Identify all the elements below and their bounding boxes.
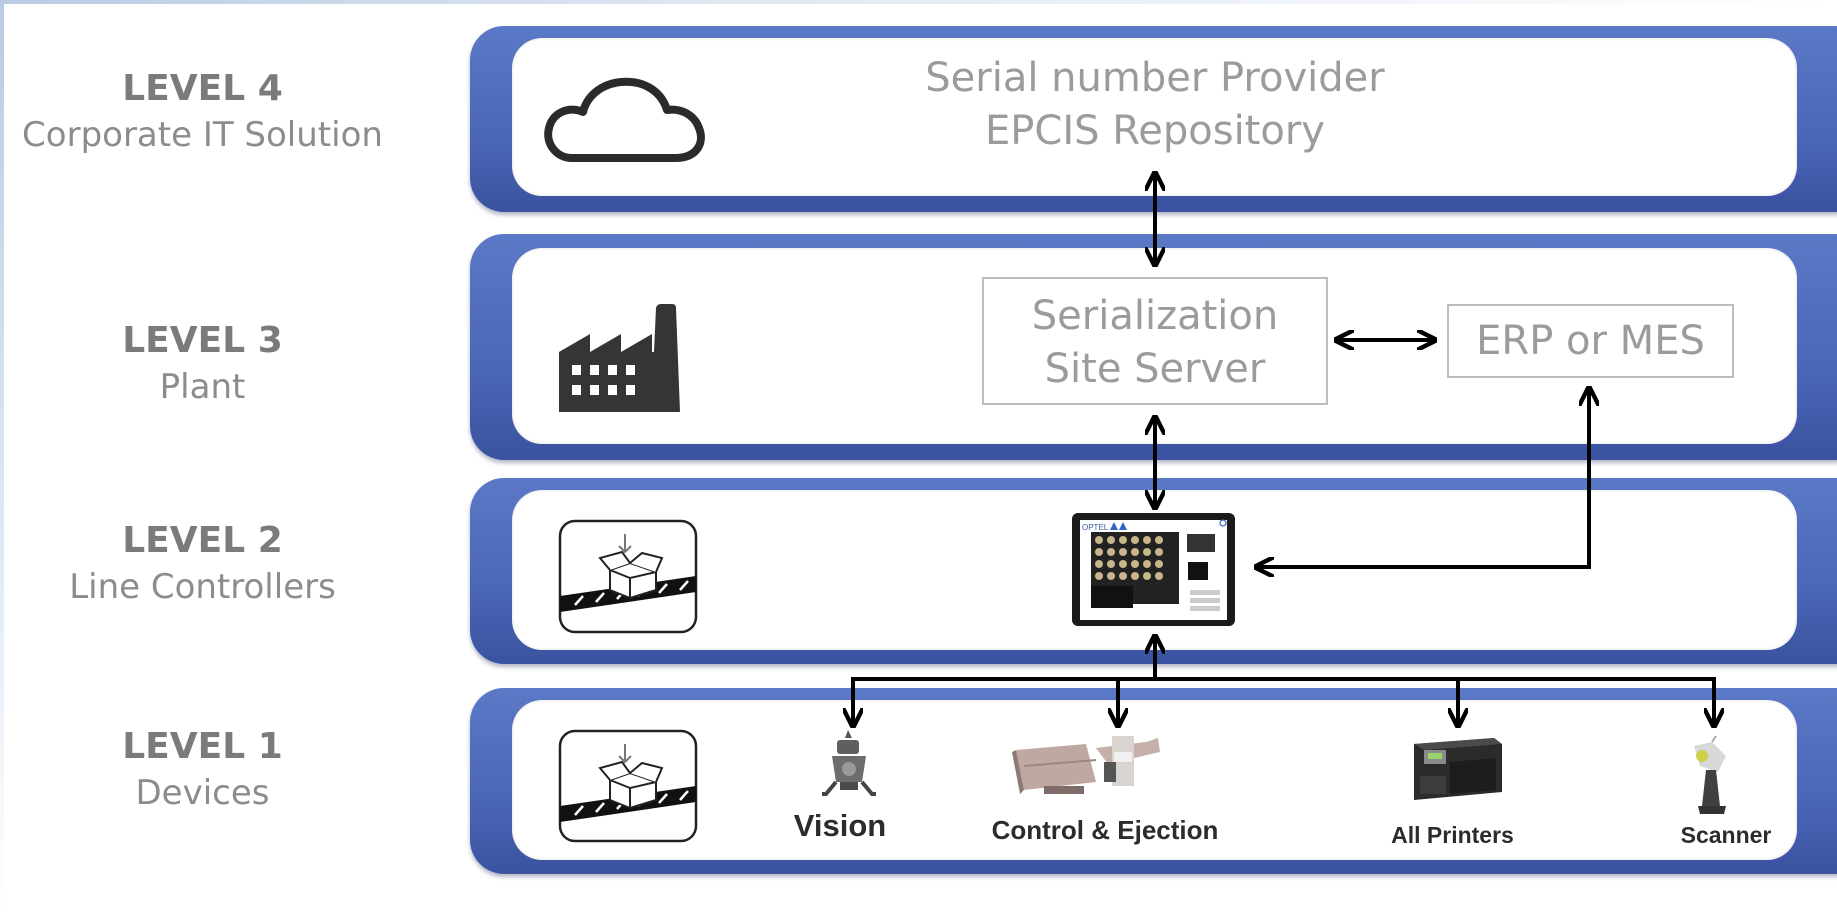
factory-icon (559, 304, 680, 412)
arrow-controller-erp (1258, 390, 1589, 567)
control-ejection-label: Control & Ejection (991, 815, 1219, 845)
level-1-label: LEVEL 1 Devices (0, 724, 405, 816)
conveyor-box-icon-level-1 (558, 729, 698, 843)
level-1-band (470, 688, 1837, 874)
level-1-title: LEVEL 1 (122, 726, 283, 767)
level-2-title: LEVEL 2 (122, 520, 283, 561)
top-edge-line (0, 0, 1837, 4)
level-3-label: LEVEL 3 Plant (0, 318, 405, 410)
left-edge-line (0, 0, 4, 913)
level-1-description: Devices (135, 773, 270, 813)
level-2-description: Line Controllers (69, 567, 336, 607)
site-server-text: Site Server (1044, 346, 1266, 392)
level-4-label: LEVEL 4 Corporate IT Solution (0, 66, 405, 158)
cloud-icon (544, 77, 705, 162)
vision-label: Vision (793, 808, 887, 843)
control-ejection-icon (1012, 736, 1160, 794)
all-printers-label: All Printers (1391, 822, 1514, 848)
level-1-panel (512, 700, 1797, 860)
vision-camera-icon (822, 730, 876, 796)
level-4-text: Serial number Provider EPCIS Repository (860, 52, 1450, 158)
line-controller-screen: OPTEL (1072, 513, 1235, 626)
erp-or-mes-box: ERP or MES (1447, 304, 1734, 378)
serialization-text: Serialization (1031, 293, 1279, 339)
level-2-label: LEVEL 2 Line Controllers (0, 518, 405, 610)
serial-number-provider-text: Serial number Provider (925, 55, 1385, 101)
level-3-description: Plant (159, 367, 246, 407)
serialization-site-server-box: Serialization Site Server (982, 277, 1328, 405)
conveyor-box-icon-level-2 (558, 519, 698, 634)
scanner-icon (1694, 735, 1726, 814)
scanner-label: Scanner (1680, 822, 1772, 848)
level-3-title: LEVEL 3 (122, 320, 283, 361)
epcis-repository-text: EPCIS Repository (985, 108, 1325, 154)
printer-icon (1414, 738, 1502, 800)
level-4-description: Corporate IT Solution (22, 115, 383, 155)
level-4-title: LEVEL 4 (122, 68, 283, 109)
connection-arrows (851, 175, 1716, 724)
level-4-panel (512, 38, 1797, 196)
screen-brand-text: OPTEL (1082, 523, 1109, 532)
